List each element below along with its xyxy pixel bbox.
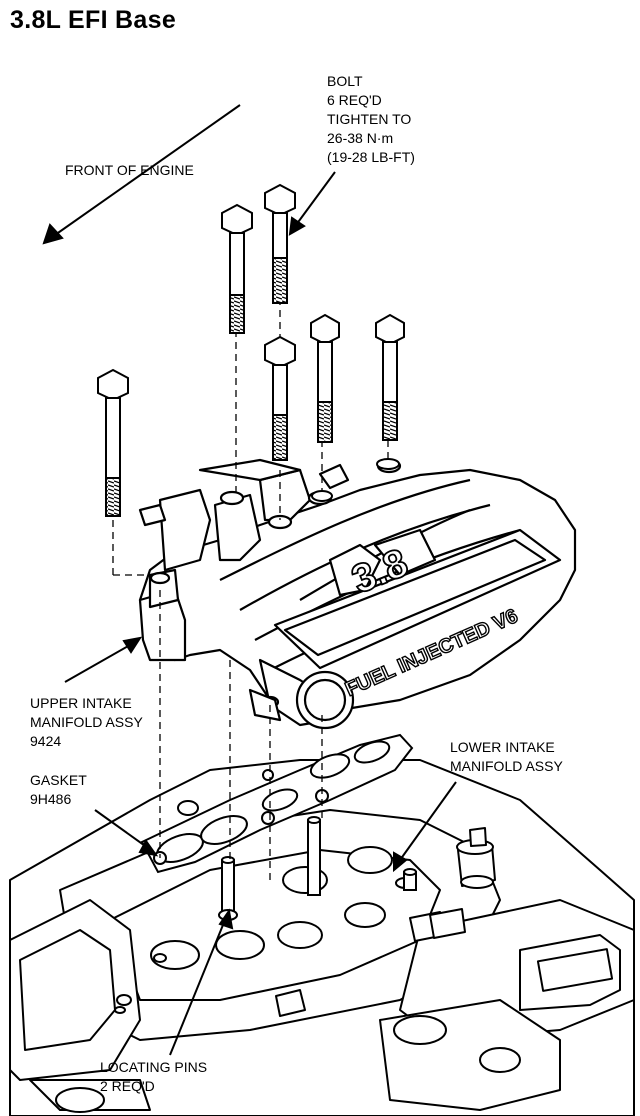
- lower-intake-line-1: LOWER INTAKE: [450, 739, 555, 755]
- bolt-5: [310, 313, 340, 443]
- front-of-engine-text: FRONT OF ENGINE: [65, 162, 194, 178]
- gasket-9h486: [140, 733, 414, 874]
- bolt-callout: BOLT 6 REQ'D TIGHTEN TO 26-38 N·m (19-28…: [327, 72, 415, 167]
- gasket-callout: GASKET 9H486: [30, 771, 87, 809]
- leader-lines: [42, 104, 457, 1056]
- locating-pins-callout: LOCATING PINS 2 REQ'D: [100, 1058, 207, 1096]
- bolts: [97, 183, 405, 517]
- upper-intake-line-2: MANIFOLD ASSY: [30, 714, 143, 730]
- bolt-4: [264, 335, 296, 461]
- upper-intake-manifold: [138, 458, 577, 730]
- lower-intake-callout: LOWER INTAKE MANIFOLD ASSY: [450, 738, 563, 776]
- front-of-engine-label: FRONT OF ENGINE: [65, 161, 194, 180]
- lower-intake-line-2: MANIFOLD ASSY: [450, 758, 563, 774]
- gasket-line-1: GASKET: [30, 772, 87, 788]
- bolt-line-2: 6 REQ'D: [327, 92, 382, 108]
- upper-intake-callout: UPPER INTAKE MANIFOLD ASSY 9424: [30, 694, 143, 751]
- upper-intake-line-3: 9424: [30, 733, 62, 749]
- bolt-2: [221, 203, 253, 334]
- bolt-line-3: TIGHTEN TO: [327, 111, 412, 127]
- upper-intake-line-1: UPPER INTAKE: [30, 695, 132, 711]
- front-arrow-head: [42, 223, 64, 245]
- bolt-line-5: (19-28 LB-FT): [327, 149, 415, 165]
- gasket-line-2: 9H486: [30, 791, 72, 807]
- bolt-3: [264, 183, 296, 304]
- bolt-line-4: 26-38 N·m: [327, 130, 394, 146]
- page-title: 3.8L EFI Base: [10, 6, 177, 34]
- locating-pins-line-2: 2 REQ'D: [100, 1078, 155, 1094]
- locating-pins-line-1: LOCATING PINS: [100, 1059, 208, 1075]
- bolt-1: [97, 368, 129, 517]
- bolt-6: [375, 313, 405, 441]
- front-arrow-shaft: [54, 104, 241, 236]
- bolt-line-1: BOLT: [327, 73, 363, 89]
